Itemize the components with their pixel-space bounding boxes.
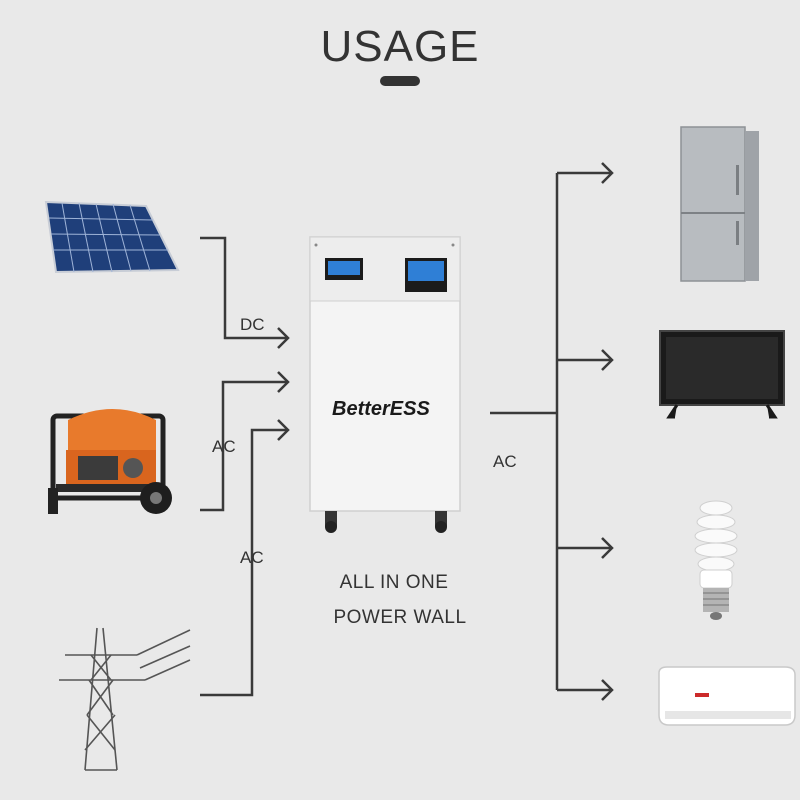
- grid-ac-label: AC: [240, 548, 264, 567]
- light-bulb-icon: [694, 500, 738, 620]
- generator-ac-arrow: [277, 371, 290, 393]
- dc-arrow: [277, 327, 290, 349]
- generator-icon: [48, 409, 172, 514]
- power-wall-cabinet: [309, 236, 461, 533]
- brand-logo: BetterESS: [332, 398, 430, 420]
- generator-ac-label: AC: [212, 437, 236, 456]
- air-conditioner-icon: [658, 666, 796, 726]
- solar-panel-icon: [44, 200, 180, 274]
- generator-ac-line: [200, 380, 288, 512]
- title-underline: [380, 76, 420, 86]
- page-title: USAGE: [320, 22, 480, 71]
- television-icon: [659, 330, 785, 419]
- dc-line: [200, 236, 288, 340]
- product-caption-line2: POWER WALL: [333, 607, 467, 628]
- grid-ac-arrow: [277, 419, 290, 441]
- dc-label: DC: [240, 315, 265, 334]
- output-ac-label: AC: [493, 452, 517, 471]
- grid-ac-line: [200, 428, 288, 697]
- power-grid-tower-icon: [59, 627, 191, 771]
- refrigerator-icon: [680, 126, 759, 282]
- product-caption-line1: ALL IN ONE: [339, 572, 449, 593]
